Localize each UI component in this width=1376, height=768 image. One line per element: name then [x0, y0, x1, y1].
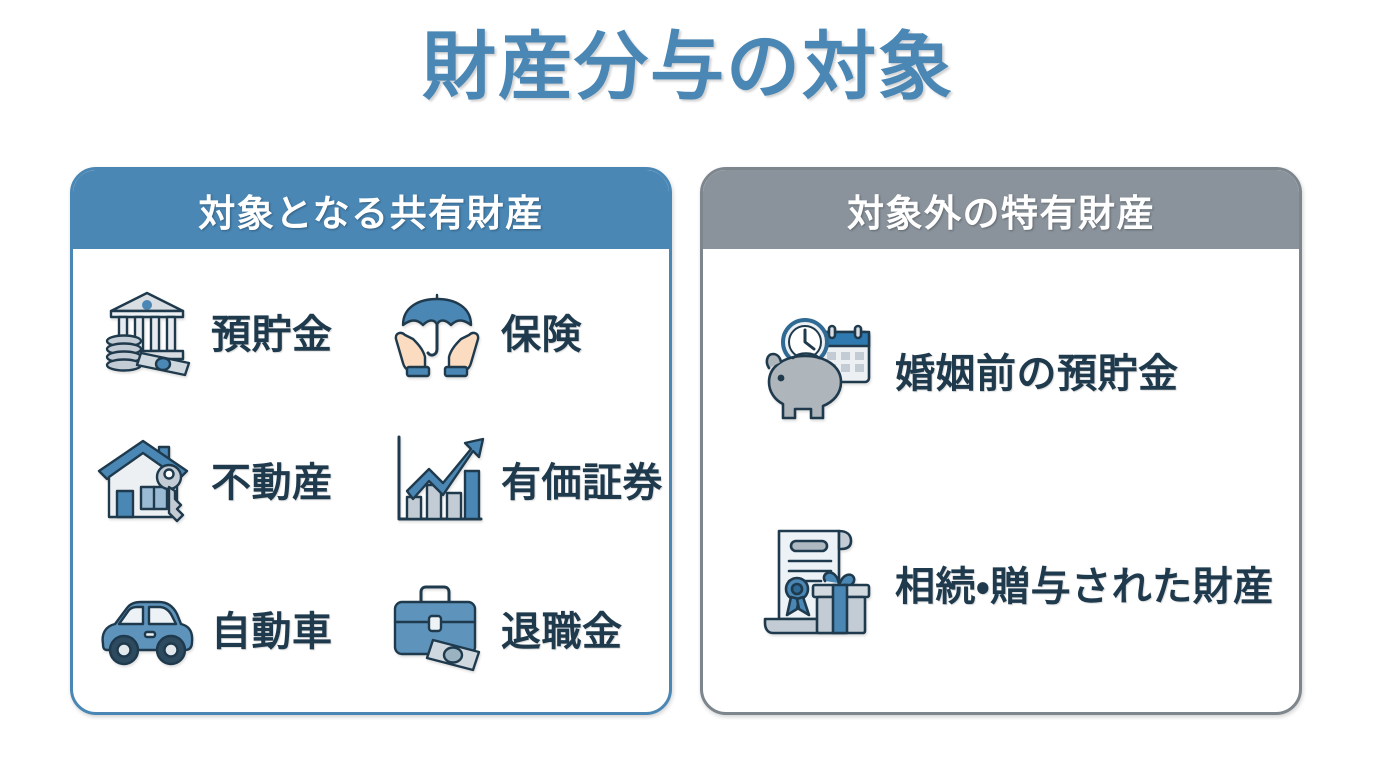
included-items-grid: 預貯金 — [73, 249, 669, 712]
bank-money-icon — [95, 279, 199, 383]
panel-included-header: 対象となる共有財産 — [73, 170, 669, 249]
house-key-icon — [95, 427, 199, 531]
list-item-retirement-pay: 退職金 — [369, 554, 663, 702]
list-item-inherited-gifted-assets: 相続・贈与された財産 — [731, 477, 1289, 691]
list-item-label: 自動車 — [211, 609, 333, 654]
list-item-car: 自動車 — [79, 554, 369, 702]
panel-excluded-body: 婚姻前の預貯金 — [703, 249, 1299, 712]
list-item-label: 有価証券 — [501, 461, 663, 506]
list-item-bank-savings: 預貯金 — [79, 257, 369, 405]
briefcase-money-icon — [385, 576, 489, 680]
list-item-label: 婚姻前の預貯金 — [895, 351, 1179, 396]
panel-excluded-header: 対象外の特有財産 — [703, 170, 1299, 249]
panel-included-body: 預貯金 — [73, 249, 669, 712]
list-item-label: 退職金 — [501, 609, 623, 654]
page-title: 財産分与の対象 — [422, 25, 954, 108]
piggy-bank-clock-calendar-icon — [753, 308, 877, 432]
list-item-insurance: 保険 — [369, 257, 663, 405]
certificate-gift-icon — [753, 521, 877, 645]
list-item-securities: 有価証券 — [369, 405, 663, 553]
panel-excluded-assets: 対象外の特有財産 — [700, 167, 1302, 715]
list-item-label: 預貯金 — [211, 313, 333, 358]
list-item-premarital-savings: 婚姻前の預貯金 — [731, 263, 1289, 477]
list-item-real-estate: 不動産 — [79, 405, 369, 553]
list-item-label: 保険 — [501, 313, 582, 358]
car-icon — [95, 576, 199, 680]
list-item-label: 不動産 — [211, 461, 333, 506]
list-item-label: 相続・贈与された財産 — [895, 565, 1274, 610]
panel-included-assets: 対象となる共有財産 — [70, 167, 672, 715]
growth-chart-icon — [385, 427, 489, 531]
umbrella-hands-icon — [385, 279, 489, 383]
excluded-items-grid: 婚姻前の預貯金 — [703, 249, 1299, 712]
